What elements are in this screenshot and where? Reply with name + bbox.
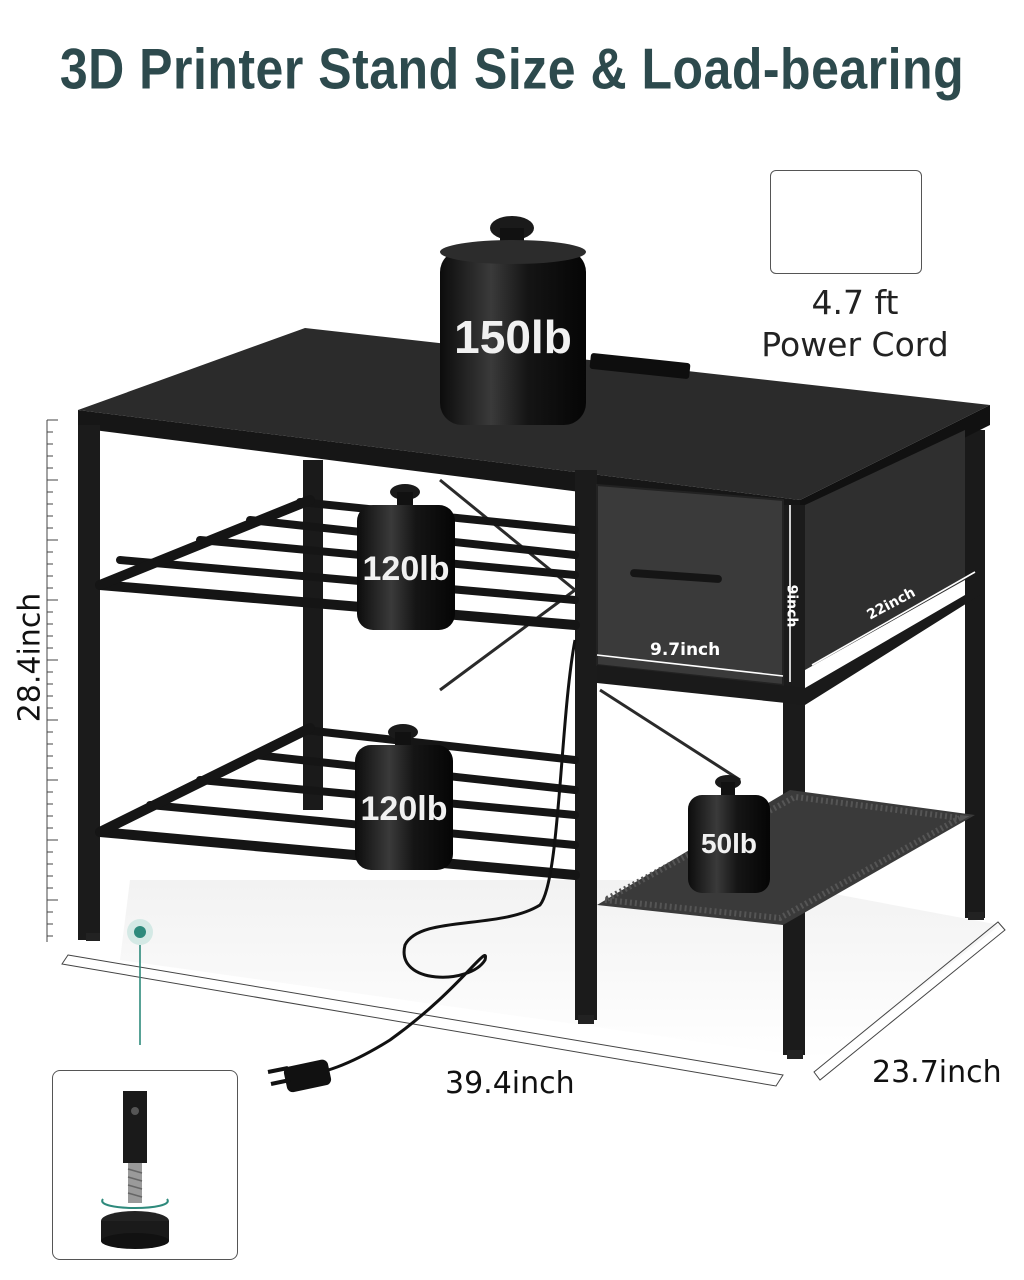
drawer-handle bbox=[630, 569, 722, 583]
power-cord bbox=[299, 639, 577, 1077]
drawer-side bbox=[805, 430, 965, 670]
power-cord-length: 4.7 ft bbox=[811, 283, 899, 322]
weight-150lb bbox=[440, 216, 586, 425]
weight-120lb-lower-label: 120lb bbox=[360, 790, 448, 828]
drawer-width-label: 9.7inch bbox=[650, 640, 721, 660]
adjustable-foot-detail bbox=[52, 1070, 238, 1260]
plug-icon bbox=[267, 1059, 332, 1093]
rotate-arrow-icon bbox=[101, 1198, 169, 1209]
width-ruler bbox=[61, 954, 784, 1087]
front-left-leg bbox=[78, 425, 100, 940]
weight-120lb-upper-label: 120lb bbox=[362, 550, 450, 588]
height-ruler bbox=[46, 419, 58, 942]
back-right-leg bbox=[965, 430, 985, 918]
page-title: 3D Printer Stand Size & Load-bearing bbox=[59, 36, 965, 102]
drawer-height-label: 9inch bbox=[783, 584, 800, 628]
power-cord-caption: 4.7 ft Power Cord bbox=[735, 282, 975, 366]
weight-50lb-label: 50lb bbox=[700, 828, 758, 859]
drawer bbox=[596, 483, 784, 687]
weight-120lb-lower bbox=[355, 724, 453, 870]
floor-shadow bbox=[120, 880, 1000, 1060]
foot-screw bbox=[128, 1163, 142, 1203]
weight-120lb-upper bbox=[357, 484, 455, 630]
middle-leg bbox=[575, 470, 597, 1020]
weight-150lb-label: 150lb bbox=[454, 311, 572, 363]
drawer-dimension-lines bbox=[596, 505, 976, 682]
foot-leg bbox=[123, 1091, 147, 1163]
foot-marker-dot bbox=[134, 926, 146, 938]
depth-ruler bbox=[813, 921, 1006, 1081]
depth-label: 23.7inch bbox=[872, 1055, 1002, 1090]
mesh-shelf bbox=[597, 790, 975, 925]
power-strip bbox=[589, 353, 691, 379]
weight-50lb bbox=[688, 775, 770, 893]
height-label: 28.4inch bbox=[12, 592, 48, 723]
upper-rail-shelf bbox=[95, 495, 580, 630]
lower-rail-shelf bbox=[95, 723, 580, 880]
width-label: 39.4inch bbox=[445, 1066, 575, 1101]
power-cord-label: Power Cord bbox=[761, 325, 949, 364]
power-cord-box bbox=[770, 170, 922, 274]
